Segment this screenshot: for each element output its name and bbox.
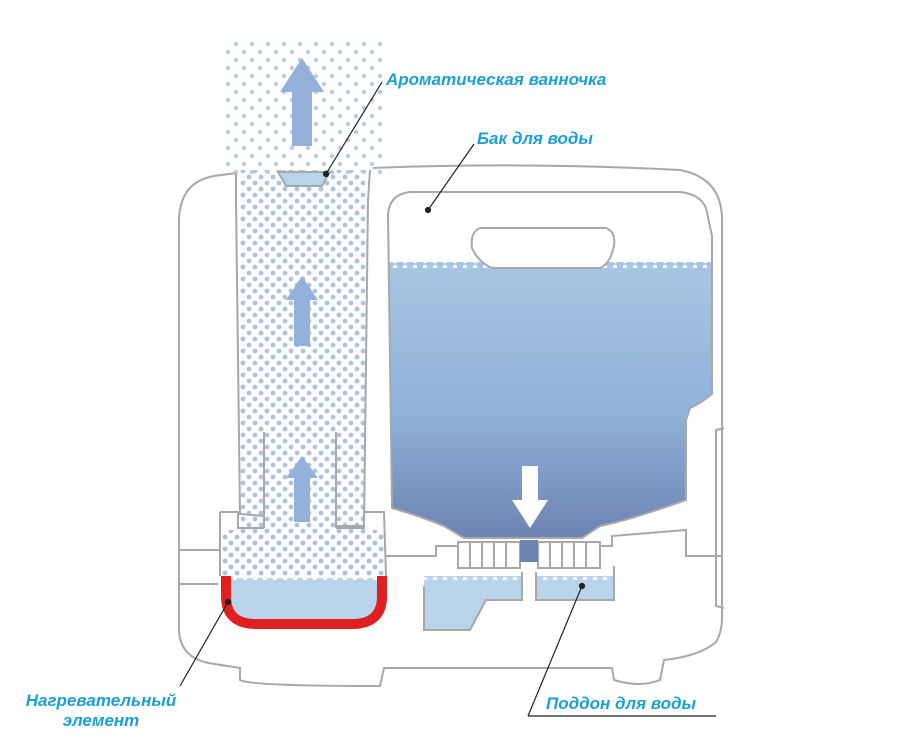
label-heating-element: Нагревательный элемент [16, 691, 186, 731]
label-heating-element-line2: элемент [62, 711, 140, 730]
label-aroma-tray: Ароматическая ванночка [386, 70, 607, 89]
tank-outlet [520, 540, 538, 562]
label-heating-element-line1: Нагревательный [25, 691, 177, 710]
steam-up-arrow-middle [286, 276, 318, 346]
water-tank [386, 191, 713, 539]
water-down-arrow [512, 466, 548, 528]
label-water-tank: Бак для воды [477, 129, 593, 148]
leader-aroma [325, 81, 383, 175]
leader-heater [179, 601, 229, 687]
heating-chamber [219, 511, 387, 622]
label-water-tray: Поддон для воды [546, 694, 697, 713]
leader-lines [179, 81, 716, 717]
leader-tray [527, 585, 583, 717]
leader-tank [427, 143, 475, 211]
steam-up-arrow-top [280, 58, 324, 146]
steam-up-arrow-bottom [286, 456, 318, 522]
valve-right [537, 541, 601, 569]
aroma-tray [276, 171, 332, 187]
humidifier-body [178, 164, 725, 688]
valve-left [457, 541, 521, 569]
heating-element [221, 576, 387, 629]
